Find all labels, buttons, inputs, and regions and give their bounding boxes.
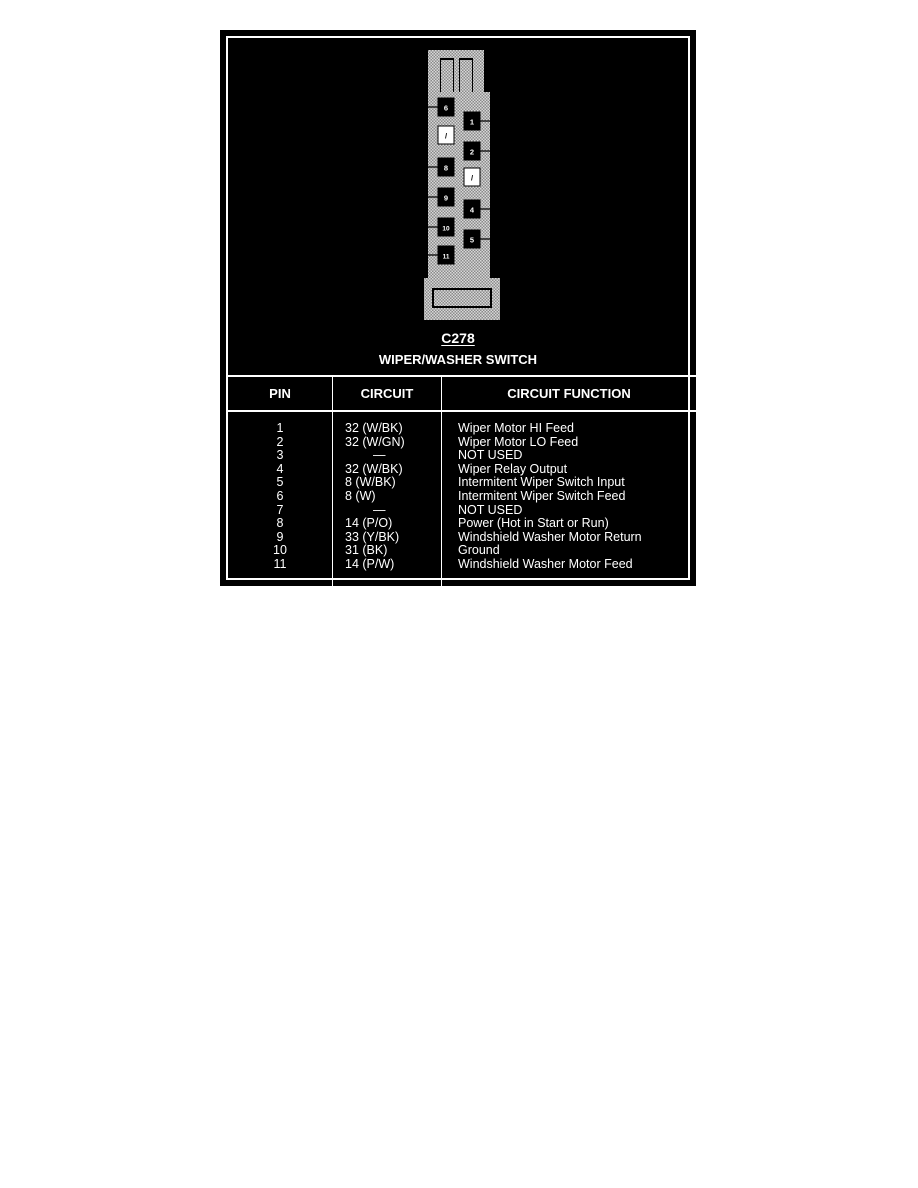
pin-cell: 5	[276, 475, 284, 490]
pin-cavity-6	[437, 97, 455, 117]
function-cell: Wiper Motor HI Feed	[458, 421, 575, 435]
callout-label-pin-4: 32 (W/BK)	[534, 207, 566, 214]
callout-label-pin-8: 14 (P/O)	[326, 165, 352, 172]
header-function: CIRCUIT FUNCTION	[441, 375, 696, 412]
callout-label-pin-6: 8 (W)	[335, 105, 352, 112]
pin-cell: 1	[276, 421, 284, 435]
callout-label-pin-1: 32 (W/BK)	[534, 119, 566, 126]
circuit-cell: 8 (W/BK)	[345, 475, 396, 490]
callout-label-pin-2: 32 (W/GN)	[534, 149, 567, 156]
pin-number-3: /	[471, 174, 474, 183]
pin-cavity-5	[463, 229, 481, 249]
callout-label-pin-11: 14 (P/W)	[324, 253, 352, 260]
pin-cavity-8	[437, 157, 455, 177]
pin-cavity-9	[437, 187, 455, 207]
circuit-cell: 14 (P/W)	[345, 556, 395, 571]
header-circuit: CIRCUIT	[332, 375, 442, 412]
pin-cavity-7	[437, 125, 455, 145]
function-cell: Intermitent Wiper Switch Feed	[458, 488, 626, 503]
connector-top-tab	[428, 50, 484, 92]
pin-cavity-2	[463, 141, 481, 161]
pin-number-10: 10	[442, 226, 450, 233]
callout-labels: 8 (W) 14 (P/O) 33 (Y/BK) 31 (BK) 14 (P/W) 32 …	[322, 105, 568, 260]
connector-name: WIPER/WASHER SWITCH	[378, 352, 538, 367]
pin-cavity-11	[437, 245, 455, 265]
circuit-cell: 31 (BK)	[345, 543, 388, 558]
circuit-column: 32 (W/BK)32 (W/GN)—32 (W/BK)8 (W/BK)8 (W…	[332, 411, 442, 588]
pin-cavity-10	[437, 217, 455, 237]
pin-cell: 7	[276, 502, 284, 517]
pin-cell: 8	[276, 516, 284, 531]
pin-cavity-3	[463, 167, 481, 187]
circuit-cell: 8 (W)	[345, 488, 376, 503]
pin-cell: 2	[276, 434, 284, 449]
pin-number-5: 5	[470, 236, 474, 245]
pin-number-8: 8	[444, 164, 448, 173]
function-cell: Windshield Washer Motor Feed	[458, 556, 633, 571]
function-cell: Ground	[458, 543, 500, 558]
pin-cavity-4	[463, 199, 481, 219]
pin-cell: 4	[276, 461, 284, 476]
pin-cavities: 1 2 / 4 5 6 / 8 9 10 11	[437, 97, 481, 265]
circuit-cell: 14 (P/O)	[345, 516, 393, 531]
callout-lines	[360, 106, 526, 256]
pin-number-9: 9	[444, 194, 448, 203]
connector-id: C278	[441, 330, 475, 346]
pin-cell: 9	[276, 529, 284, 544]
connector-diagram: 1 2 / 4 5 6 / 8 9 10 11 8 (W) 14 (P/O) 33 (Y/BK) 31 (…	[322, 50, 568, 320]
circuit-cell: —	[373, 502, 386, 517]
pin-number-7: /	[445, 132, 448, 141]
function-cell: Intermitent Wiper Switch Input	[458, 475, 625, 490]
pin-cell: 6	[276, 488, 284, 503]
pin-number-11: 11	[443, 254, 450, 261]
circuit-cell: —	[373, 448, 386, 463]
pin-cell: 10	[273, 543, 287, 558]
function-cell: Power (Hot in Start or Run)	[458, 516, 609, 531]
function-cell: NOT USED	[458, 502, 523, 517]
function-cell: NOT USED	[458, 448, 523, 463]
callout-label-pin-9: 33 (Y/BK)	[322, 195, 352, 202]
function-cell: Wiper Motor LO Feed	[458, 434, 579, 449]
function-cell: Windshield Washer Motor Return	[458, 529, 642, 544]
pin-cell: 11	[273, 556, 287, 571]
table-header-row: PIN CIRCUIT CIRCUIT FUNCTION	[228, 375, 696, 412]
circuit-cell: 32 (W/BK)	[345, 421, 403, 435]
connector-body	[428, 92, 490, 278]
callout-label-pin-10: 31 (BK)	[328, 225, 352, 232]
circuit-cell: 32 (W/GN)	[345, 434, 405, 449]
header-pin: PIN	[228, 375, 333, 412]
circuit-cell: 33 (Y/BK)	[345, 529, 400, 544]
circuit-cell: 32 (W/BK)	[345, 461, 403, 476]
function-cell: Wiper Relay Output	[458, 461, 568, 476]
pin-number-2: 2	[470, 148, 474, 157]
pin-cell: 3	[276, 448, 284, 463]
pin-number-4: 4	[470, 206, 475, 215]
connector-base	[424, 278, 500, 320]
callout-label-pin-5: 8 (W/BK)	[534, 237, 562, 244]
pin-number-6: 6	[444, 104, 448, 113]
pin-cavity-1	[463, 111, 481, 131]
pin-number-1: 1	[470, 118, 474, 127]
